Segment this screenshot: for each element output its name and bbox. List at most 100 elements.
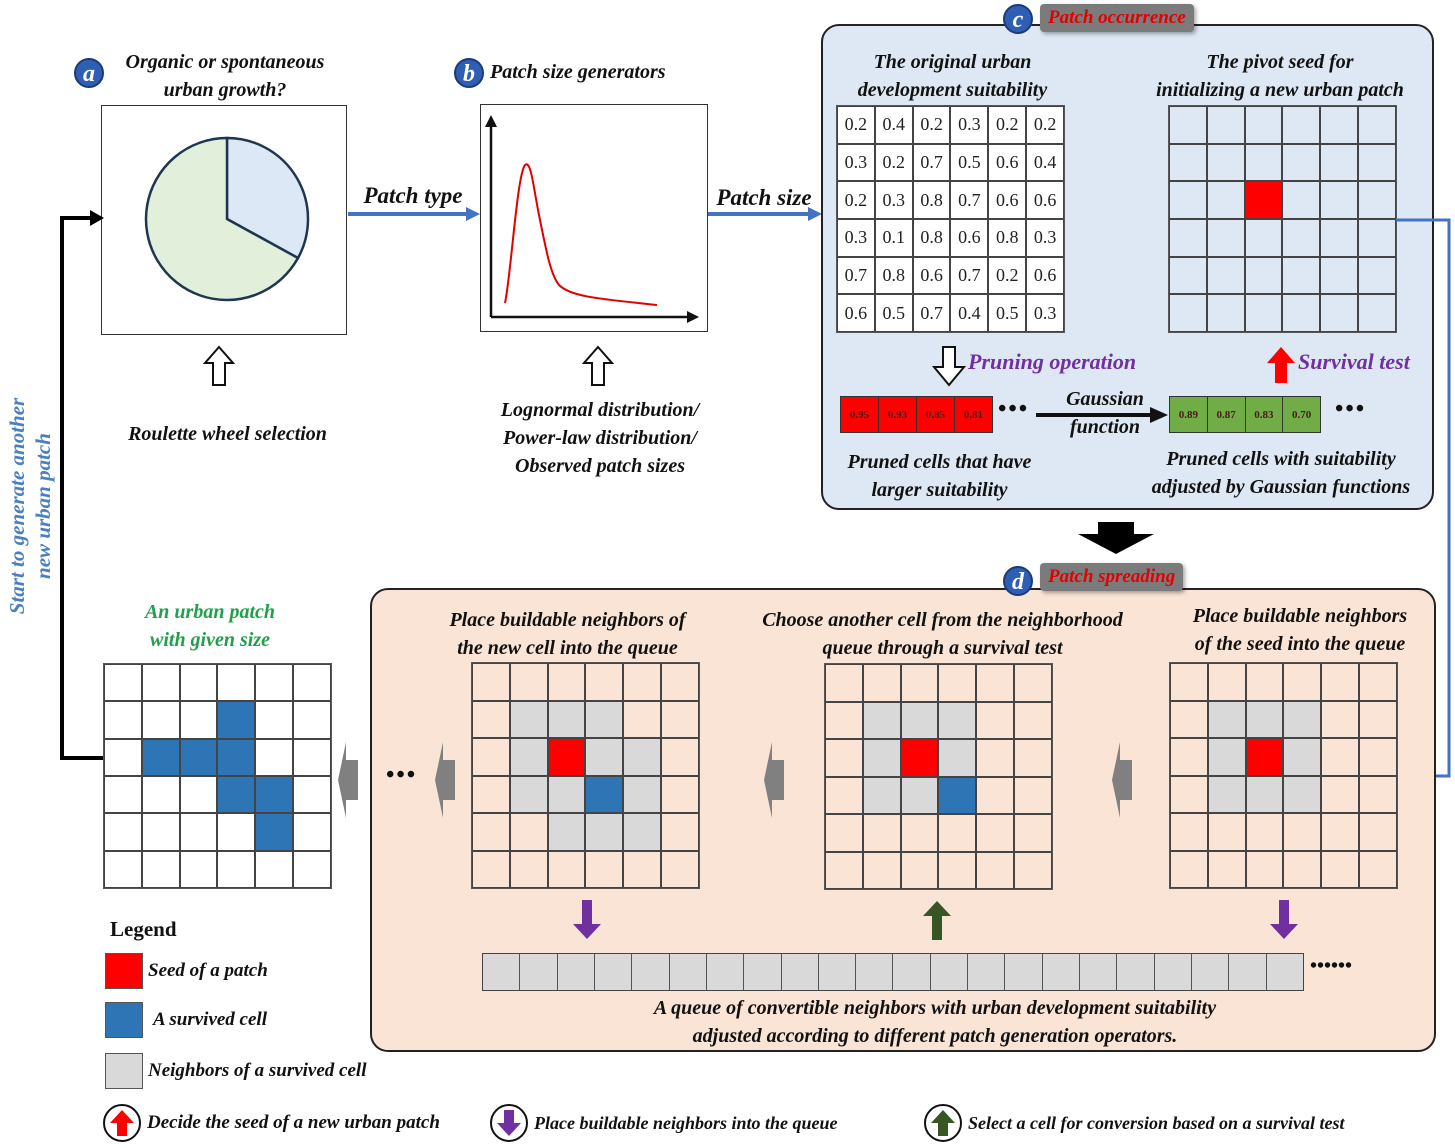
distribution-curve-chart	[485, 115, 699, 323]
suitability-cell: 0.6	[1026, 181, 1064, 219]
hollow-up-arrow-icon	[582, 345, 614, 386]
grid-cell	[825, 701, 863, 739]
legend-swatch-survived	[105, 1002, 143, 1038]
pie-chart	[144, 136, 310, 302]
neighbor-cell	[585, 700, 624, 738]
badge-b: b	[454, 58, 484, 88]
title-line: initializing a new urban patch	[1156, 79, 1404, 101]
grid-cell	[1206, 219, 1245, 257]
patch-size-label: Patch size	[716, 185, 812, 210]
suitability-title: The original urban development suitabili…	[830, 48, 1075, 104]
survived-cell	[938, 776, 977, 814]
queue-cell	[1267, 954, 1303, 990]
suitability-cell: 0.5	[988, 294, 1027, 332]
pruning-operation-label: Pruning operation	[968, 349, 1137, 374]
panel-a-title-text: Organic or spontaneous urban growth?	[125, 51, 325, 101]
grid-cell	[938, 664, 977, 702]
legend-purple-down-arrow-icon	[490, 1104, 528, 1142]
grid-cell	[1014, 851, 1052, 889]
grid-cell	[1358, 294, 1396, 332]
grid-cell	[976, 814, 1015, 852]
grid-cell	[661, 738, 699, 776]
step2-grid	[824, 663, 1053, 890]
legend-label-neighbor: Neighbors of a survived cell	[148, 1060, 367, 1081]
title-line: queue through a survival test	[822, 637, 1063, 659]
patch-type-label: Patch type	[363, 183, 463, 208]
grid-cell	[179, 775, 218, 814]
caption-line: Power-law distribution/	[503, 427, 697, 449]
grid-cell	[1206, 256, 1245, 295]
loop-back-arrow-icon	[60, 210, 104, 760]
grid-cell	[1321, 700, 1360, 738]
suitability-cell: 0.2	[874, 143, 913, 182]
hollow-up-arrow-icon	[203, 345, 235, 386]
neighbor-queue	[482, 953, 1304, 991]
grid-cell	[472, 850, 510, 888]
grid-cell	[104, 738, 142, 776]
pie-slice-spontaneous	[225, 136, 310, 260]
queue-cell	[1229, 954, 1267, 990]
grid-cell	[1359, 775, 1397, 813]
grid-cell	[1321, 813, 1360, 851]
grid-cell	[509, 850, 548, 888]
grid-cell	[472, 738, 510, 776]
queue-cell	[1005, 954, 1043, 990]
neighbor-cell	[938, 739, 977, 777]
grid-cell	[938, 851, 977, 889]
pie-slice-organic	[144, 136, 300, 302]
neighbor-cell	[1283, 775, 1322, 813]
grid-cell	[900, 851, 939, 889]
legend-label-seed: Seed of a patch	[148, 960, 268, 981]
grid-cell	[1359, 700, 1397, 738]
grey-left-arrow-icon	[764, 742, 784, 818]
title-line: Place buildable neighbors	[1192, 605, 1408, 627]
grey-left-arrow-icon	[1112, 742, 1132, 818]
neighbor-cell	[1283, 738, 1322, 776]
purple-down-arrow-icon	[1270, 900, 1298, 939]
grid-cell	[1359, 738, 1397, 776]
grid-cell	[472, 813, 510, 851]
grid-cell	[1206, 294, 1245, 332]
grid-cell	[661, 775, 699, 813]
grid-cell	[1014, 776, 1052, 814]
result-title: An urban patch with given size	[110, 598, 310, 654]
seed-cell	[1244, 181, 1283, 219]
panel-b-caption: Lognormal distribution/ Power-law distri…	[470, 396, 730, 480]
queue-ellipsis: ••••••	[1310, 955, 1353, 977]
suitability-cell: 0.2	[837, 106, 875, 144]
grid-cell	[825, 814, 863, 852]
legend-swatch-neighbor	[105, 1053, 143, 1089]
grid-cell	[509, 663, 548, 701]
suitability-cell: 0.5	[950, 143, 989, 182]
caption-line: adjusted according to different patch ge…	[692, 1025, 1178, 1047]
grid-cell	[104, 813, 142, 851]
grid-cell	[1206, 181, 1245, 219]
queue-cell	[520, 954, 558, 990]
grid-cell	[179, 701, 218, 739]
grid-cell	[661, 813, 699, 851]
queue-cell	[782, 954, 819, 990]
grey-left-arrow-icon	[435, 742, 455, 818]
grid-cell	[217, 850, 256, 888]
grid-cell	[104, 775, 142, 814]
suitability-cell: 0.6	[837, 294, 875, 332]
queue-cell	[744, 954, 782, 990]
step3-grid	[471, 662, 700, 889]
suitability-cell: 0.2	[988, 256, 1027, 295]
grid-cell	[825, 776, 863, 814]
step1-grid	[1169, 662, 1398, 889]
grid-cell	[472, 663, 510, 701]
grid-cell	[1320, 294, 1359, 332]
neighbor-cell	[1245, 700, 1284, 738]
adjusted-cell: 0.83	[1246, 397, 1284, 432]
grid-cell	[293, 738, 331, 776]
step1-title: Place buildable neighbors of the seed in…	[1165, 602, 1435, 658]
queue-cell	[1155, 954, 1192, 990]
suitability-cell: 0.8	[912, 181, 951, 219]
queue-caption: A queue of convertible neighbors with ur…	[490, 994, 1380, 1050]
gaussian-label: Gaussian function	[1050, 386, 1160, 440]
suitability-cell: 0.6	[950, 219, 989, 257]
legend-title: Legend	[110, 917, 177, 941]
